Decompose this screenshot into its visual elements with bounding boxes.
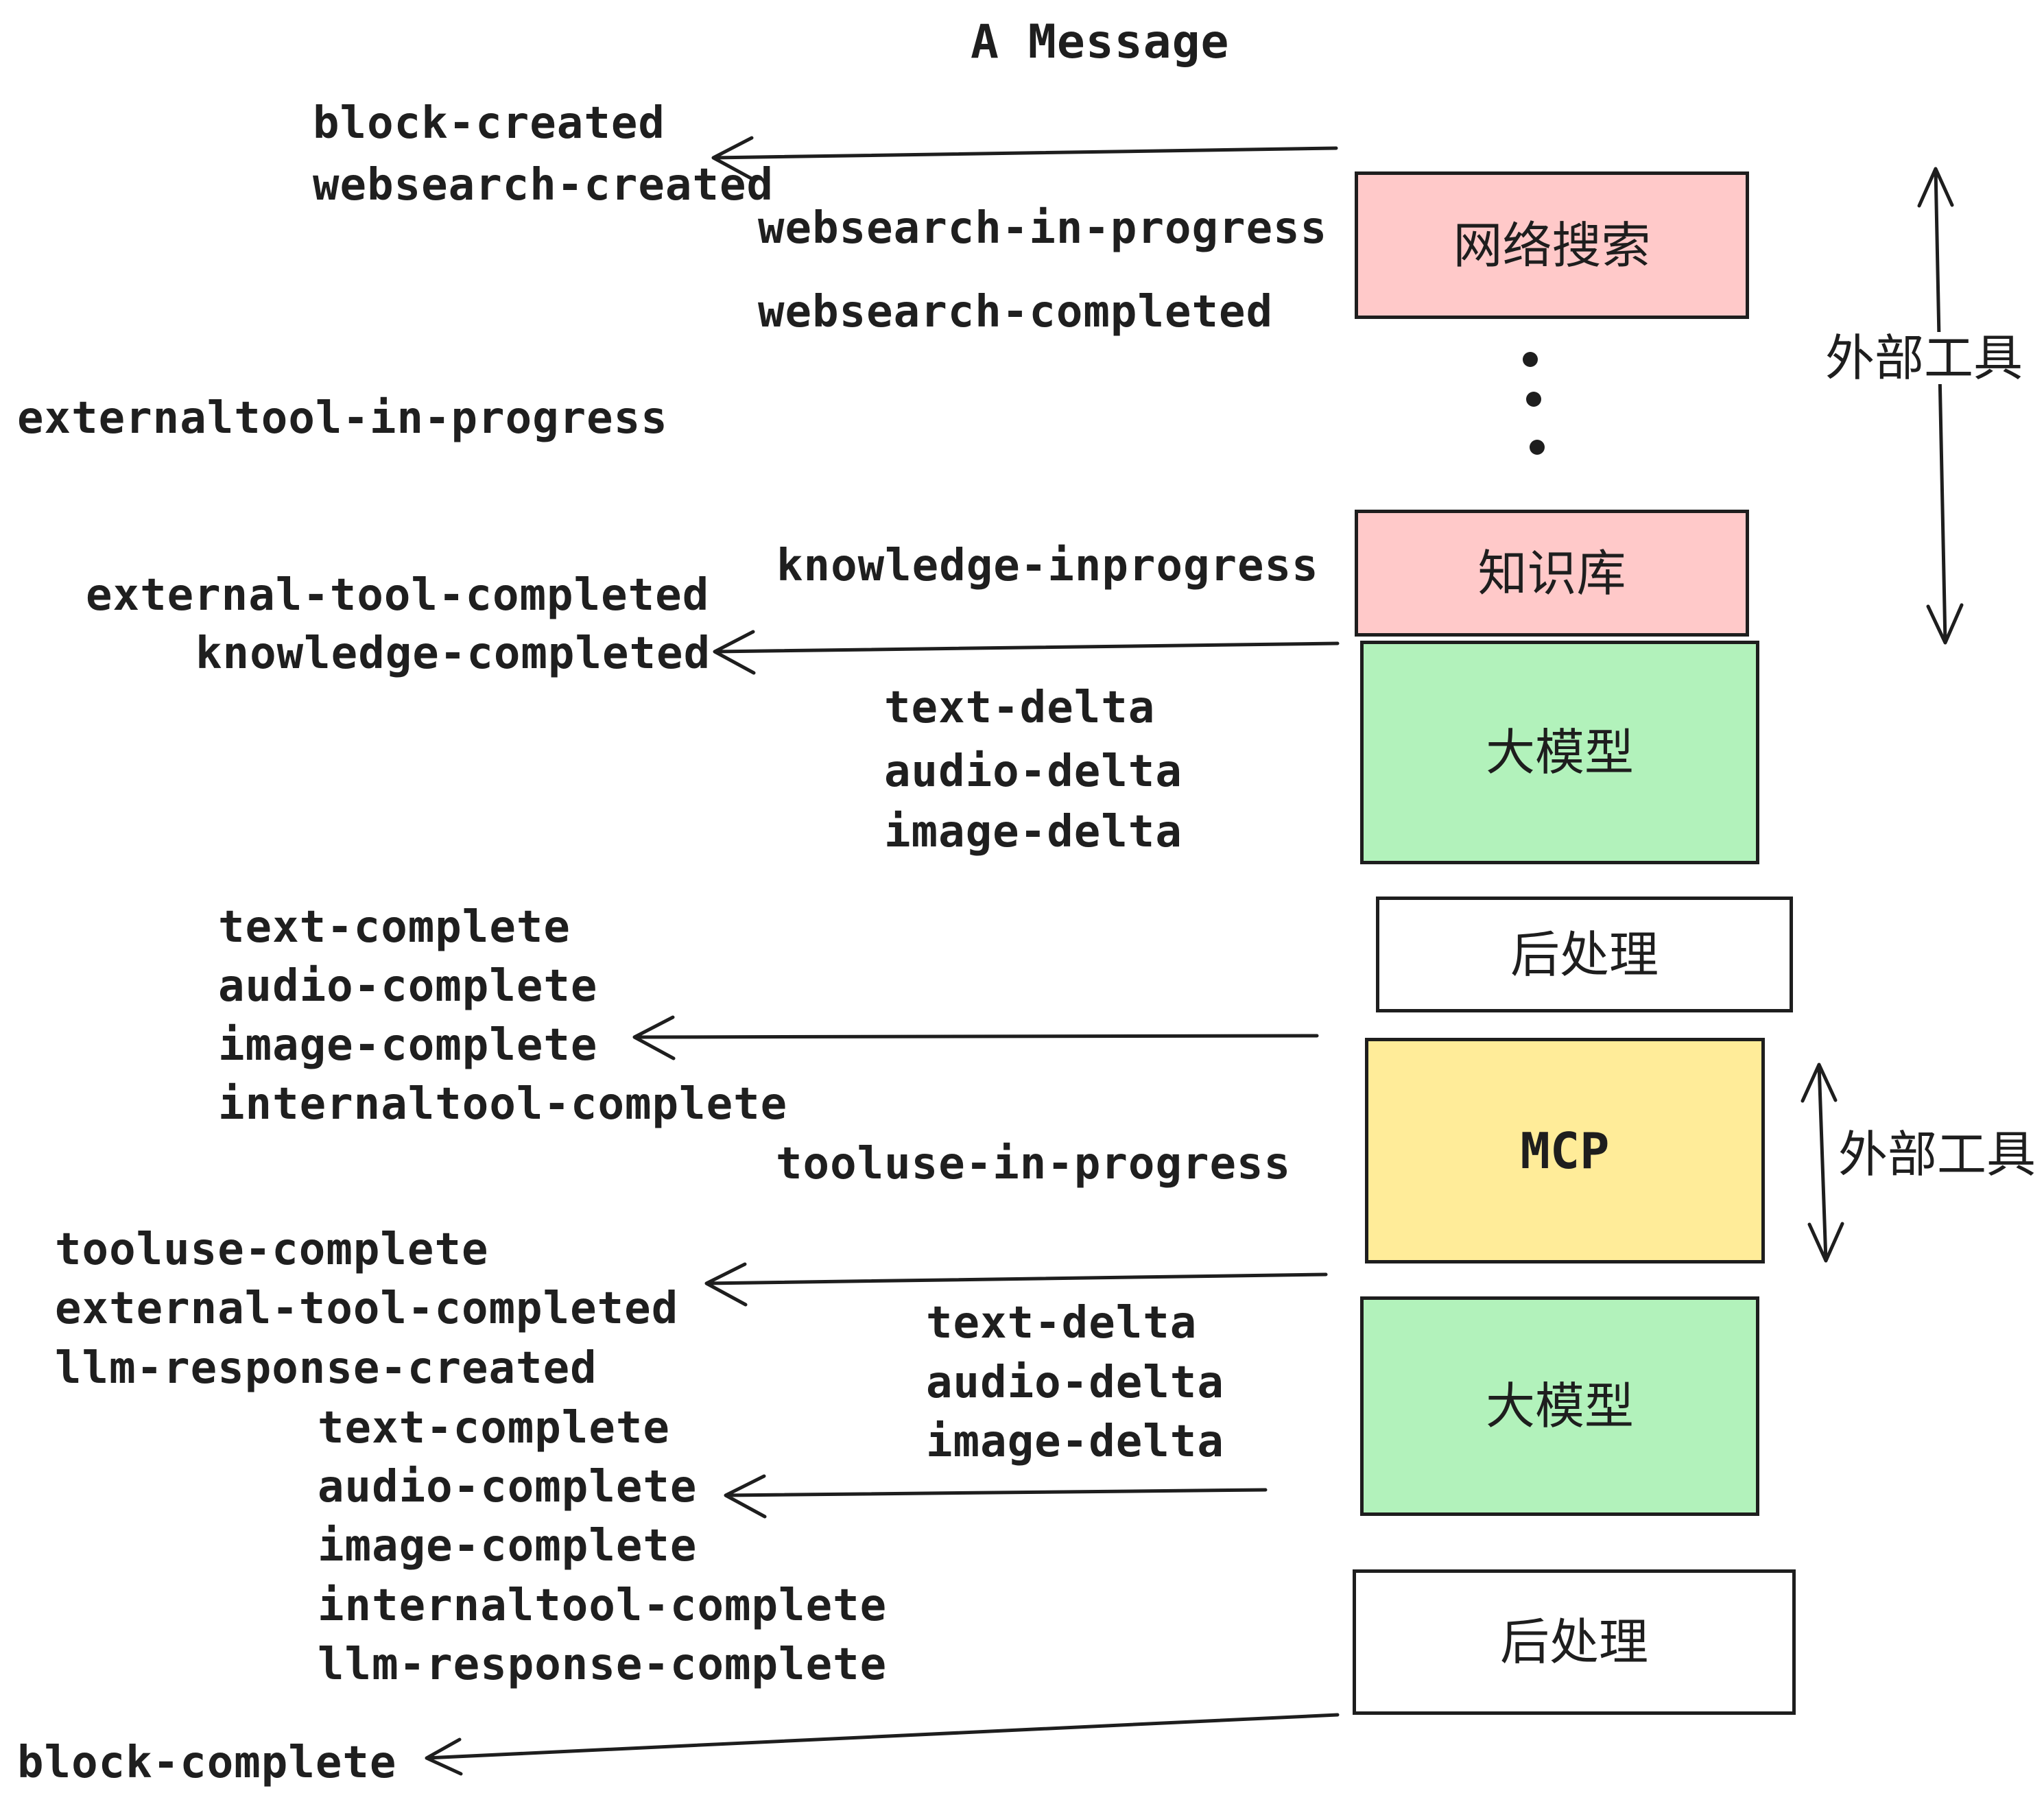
event-text-delta-2: text-delta: [926, 1298, 1198, 1349]
arrow-block-complete-icon: [425, 1713, 1340, 1776]
event-externaltool-in-progress: externaltool-in-progress: [17, 393, 668, 444]
knowledge-box-label: 知识库: [1477, 544, 1626, 602]
postprocess-box-1: 后处理: [1376, 897, 1793, 1012]
knowledge-box: 知识库: [1355, 510, 1749, 637]
arrow-tooluse-complete-icon: [704, 1262, 1328, 1307]
double-arrow-external-tools-2-icon: [1801, 1063, 1844, 1263]
event-audio-delta-1: audio-delta: [884, 746, 1183, 797]
event-knowledge-completed: knowledge-completed: [195, 628, 711, 679]
event-websearch-created: websearch-created: [313, 160, 774, 211]
event-image-complete-1: image-complete: [218, 1020, 598, 1071]
postprocess-box-1-label: 后处理: [1510, 925, 1659, 984]
event-audio-complete-2: audio-complete: [318, 1462, 698, 1512]
event-text-delta-1: text-delta: [884, 683, 1156, 733]
websearch-box: 网络搜索: [1355, 171, 1749, 319]
event-external-tool-completed-1: external-tool-completed: [86, 570, 710, 621]
event-internaltool-complete-2: internaltool-complete: [318, 1580, 888, 1631]
event-audio-complete-1: audio-complete: [218, 961, 598, 1012]
diagram-title: A Message: [971, 15, 1230, 69]
event-external-tool-completed-2: external-tool-completed: [55, 1283, 679, 1334]
event-tooluse-in-progress: tooluse-in-progress: [776, 1139, 1292, 1189]
event-audio-delta-2: audio-delta: [926, 1357, 1224, 1408]
event-internaltool-complete-1: internaltool-complete: [218, 1079, 788, 1130]
postprocess-box-2: 后处理: [1353, 1569, 1796, 1715]
double-arrow-external-tools-1-icon: [1917, 167, 1964, 645]
llm-box-2: 大模型: [1360, 1296, 1759, 1516]
arrow-image-complete-icon: [632, 1015, 1319, 1060]
event-websearch-completed: websearch-completed: [758, 287, 1274, 337]
external-tools-annotation-1: 外部工具: [1822, 332, 2026, 384]
llm-box-2-label: 大模型: [1485, 1377, 1634, 1435]
event-llm-response-created: llm-response-created: [55, 1343, 597, 1394]
arrow-websearch-created-icon: [711, 136, 1338, 181]
event-block-created: block-created: [313, 98, 665, 149]
event-llm-response-complete: llm-response-complete: [318, 1639, 888, 1690]
arrow-audio-complete-icon: [724, 1474, 1268, 1519]
event-text-complete-1: text-complete: [218, 902, 571, 953]
llm-box-1: 大模型: [1360, 641, 1759, 864]
event-image-delta-1: image-delta: [884, 807, 1183, 857]
event-websearch-in-progress: websearch-in-progress: [758, 203, 1328, 254]
llm-box-1-label: 大模型: [1485, 724, 1634, 781]
event-knowledge-inprogress: knowledge-inprogress: [776, 541, 1319, 591]
event-tooluse-complete: tooluse-complete: [55, 1224, 489, 1275]
event-image-complete-2: image-complete: [318, 1521, 698, 1571]
vertical-ellipsis-icon: [1523, 352, 1545, 455]
websearch-box-label: 网络搜索: [1453, 216, 1651, 274]
event-text-complete-2: text-complete: [318, 1403, 670, 1453]
event-block-complete: block-complete: [17, 1737, 397, 1788]
mcp-box-label: MCP: [1520, 1121, 1610, 1180]
mcp-box: MCP: [1365, 1038, 1765, 1263]
arrow-knowledge-completed-icon: [713, 630, 1340, 675]
external-tools-annotation-2: 外部工具: [1838, 1126, 2036, 1183]
event-image-delta-2: image-delta: [926, 1416, 1224, 1467]
postprocess-box-2-label: 后处理: [1499, 1613, 1648, 1671]
